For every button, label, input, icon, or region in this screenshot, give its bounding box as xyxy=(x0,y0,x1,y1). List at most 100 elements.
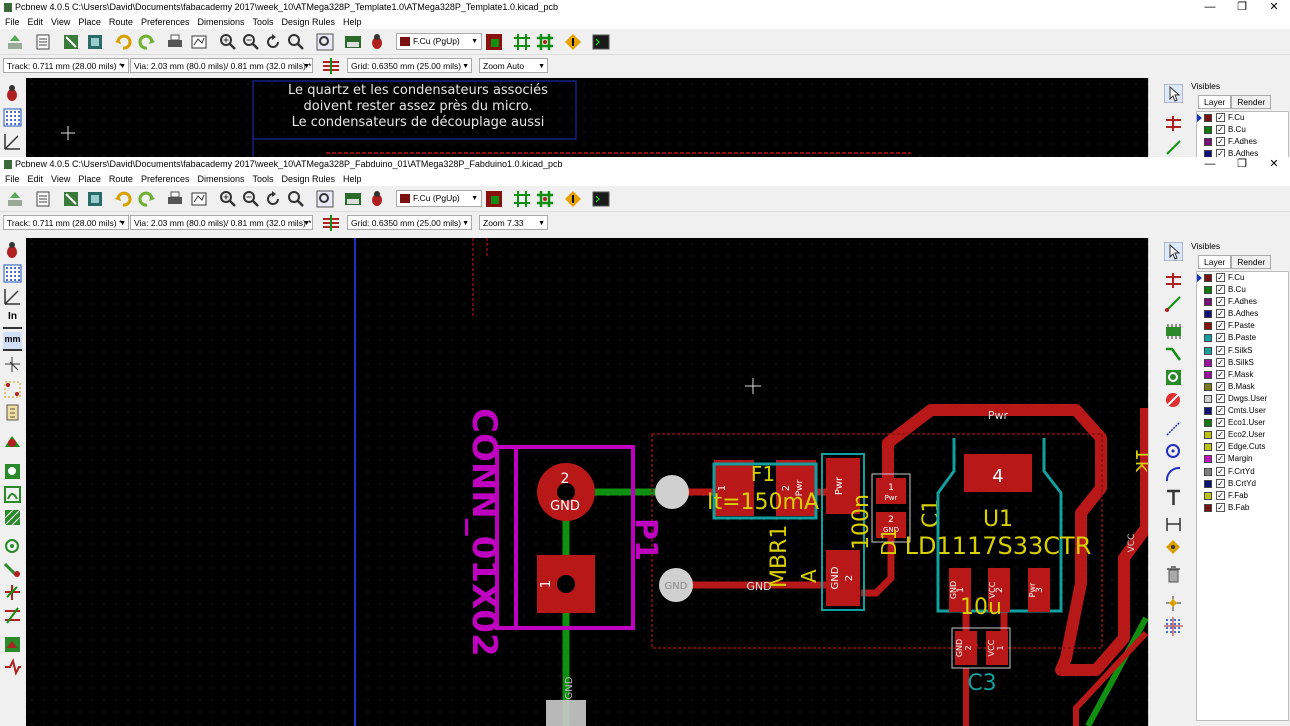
layer-pair-icon[interactable] xyxy=(485,33,503,51)
u1-pad-2[interactable] xyxy=(988,568,1010,612)
layer-color-swatch[interactable] xyxy=(1204,346,1212,355)
add-dimension-icon[interactable] xyxy=(1164,515,1183,534)
layer-row-b-cu[interactable]: ✓B.Cu xyxy=(1197,284,1288,296)
zone-fill-icon[interactable] xyxy=(3,462,22,481)
show-ratsnest-icon[interactable] xyxy=(3,380,22,399)
layer-visible-checkbox[interactable]: ✓ xyxy=(1216,490,1225,500)
via-pwr[interactable] xyxy=(655,475,689,509)
layer-color-swatch[interactable] xyxy=(1204,322,1212,331)
find-icon[interactable] xyxy=(316,190,334,208)
u1-pad-1[interactable] xyxy=(949,568,971,612)
u1-pad-tab[interactable] xyxy=(964,454,1032,492)
pad-sketch-icon[interactable] xyxy=(3,537,22,556)
layer-visible-checkbox[interactable]: ✓ xyxy=(1216,502,1225,512)
layer-row-cmts-user[interactable]: ✓Cmts.User xyxy=(1197,405,1288,417)
layer-row-f-mask[interactable]: ✓F.Mask xyxy=(1197,369,1288,381)
freeroute-icon[interactable] xyxy=(564,33,582,51)
tab-render[interactable]: Render xyxy=(1231,95,1272,109)
menu-preferences[interactable]: Preferences xyxy=(140,17,190,27)
layer-row-b-mask[interactable]: ✓B.Mask xyxy=(1197,381,1288,393)
autoplace-icon[interactable] xyxy=(513,33,531,51)
zone-outline-icon[interactable] xyxy=(3,485,22,504)
menu-route[interactable]: Route xyxy=(108,174,133,184)
netlist-icon[interactable] xyxy=(344,190,362,208)
layer-color-swatch[interactable] xyxy=(1204,370,1212,379)
menu-file[interactable]: File xyxy=(5,174,20,184)
layer-row-eco2-user[interactable]: ✓Eco2.User xyxy=(1197,429,1288,441)
layer-visible-checkbox[interactable]: ✓ xyxy=(1216,137,1225,147)
layer-row-eco1-user[interactable]: ✓Eco1.User xyxy=(1197,417,1288,429)
via-sketch-icon[interactable] xyxy=(3,560,22,579)
layer-row-b-crtyd[interactable]: ✓B.CrtYd xyxy=(1197,478,1288,490)
layer-color-swatch[interactable] xyxy=(1204,455,1212,464)
small-pad-gnd[interactable] xyxy=(876,512,906,538)
menu-tools[interactable]: Tools xyxy=(252,174,274,184)
layer-visible-checkbox[interactable]: ✓ xyxy=(1216,333,1225,343)
layer-color-swatch[interactable] xyxy=(1204,503,1212,512)
layer-row-b-paste[interactable]: ✓B.Paste xyxy=(1197,332,1288,344)
layer-row-edge-cuts[interactable]: ✓Edge.Cuts xyxy=(1197,441,1288,453)
layer-color-swatch[interactable] xyxy=(1204,407,1212,416)
layer-color-swatch[interactable] xyxy=(1204,298,1212,307)
menu-dimensions[interactable]: Dimensions xyxy=(197,17,245,27)
layer-visible-checkbox[interactable]: ✓ xyxy=(1216,466,1225,476)
layer-visible-checkbox[interactable]: ✓ xyxy=(1216,113,1225,122)
grid-origin-icon[interactable] xyxy=(1164,617,1183,636)
layer-row-f-fab[interactable]: ✓F.Fab xyxy=(1197,490,1288,502)
layer-visible-checkbox[interactable]: ✓ xyxy=(1216,478,1225,488)
layer-color-swatch[interactable] xyxy=(1204,358,1212,367)
c3-pad-2[interactable] xyxy=(955,631,977,665)
grid-select[interactable]: Grid: 0.6350 mm (25.00 mils)▼ xyxy=(347,58,472,73)
auto-delete-track-icon[interactable] xyxy=(3,432,22,451)
mm-units-button[interactable]: mm xyxy=(3,332,22,351)
f1-pad-2[interactable] xyxy=(776,460,816,516)
via-size-select[interactable]: Via: 2.03 mm (80.0 mils)/ 0.81 mm (32.0 … xyxy=(130,58,313,73)
drc-bug-icon[interactable] xyxy=(368,33,386,51)
layer-visible-checkbox[interactable]: ✓ xyxy=(1216,345,1225,355)
close-button[interactable]: ✕ xyxy=(1269,158,1279,170)
layer-row-f-adhes[interactable]: ✓F.Adhes xyxy=(1197,136,1288,148)
maximize-button[interactable]: ❐ xyxy=(1237,1,1247,13)
layer-visible-checkbox[interactable]: ✓ xyxy=(1216,381,1225,391)
zoom-select[interactable]: Zoom 7.33▼ xyxy=(479,215,548,230)
auto-track-width-icon[interactable] xyxy=(322,57,340,75)
layer-row-f-silks[interactable]: ✓F.SilkS xyxy=(1197,345,1288,357)
scripting-console-icon[interactable] xyxy=(592,190,610,208)
menu-help[interactable]: Help xyxy=(343,17,362,27)
layer-visible-checkbox[interactable]: ✓ xyxy=(1216,442,1225,452)
new-board-icon[interactable] xyxy=(6,33,24,51)
layer-color-swatch[interactable] xyxy=(1204,310,1212,319)
vertical-scrollbar[interactable] xyxy=(1148,238,1160,726)
f1-pad-1[interactable] xyxy=(714,460,754,516)
local-ratsnest-icon[interactable] xyxy=(1164,138,1183,157)
layer-visible-checkbox[interactable]: ✓ xyxy=(1216,321,1225,331)
track-width-select[interactable]: Track: 0.711 mm (28.00 mils) *▼ xyxy=(3,58,129,73)
layer-color-swatch[interactable] xyxy=(1204,334,1212,343)
keepout-zone-icon[interactable] xyxy=(1164,391,1183,410)
layer-color-swatch[interactable] xyxy=(1204,491,1212,500)
layer-row-f-cu[interactable]: ✓F.Cu xyxy=(1197,112,1288,124)
route-track-icon[interactable] xyxy=(1164,345,1183,364)
layer-row-b-silks[interactable]: ✓B.SilkS xyxy=(1197,357,1288,369)
select-arrow-icon[interactable] xyxy=(1164,84,1183,103)
new-board-icon[interactable] xyxy=(6,190,24,208)
layer-visible-checkbox[interactable]: ✓ xyxy=(1216,149,1225,157)
zoom-out-icon[interactable] xyxy=(242,190,260,208)
delete-item-icon[interactable] xyxy=(1164,565,1183,584)
layer-visible-checkbox[interactable]: ✓ xyxy=(1216,273,1225,282)
find-icon[interactable] xyxy=(316,33,334,51)
menu-edit[interactable]: Edit xyxy=(27,17,44,27)
via-gnd[interactable] xyxy=(659,568,693,602)
zoom-select[interactable]: Zoom Auto▼ xyxy=(479,58,548,73)
module-library-icon[interactable] xyxy=(86,33,104,51)
highlight-net-icon[interactable] xyxy=(1164,114,1183,133)
layer-row-b-adhes[interactable]: ✓B.Adhes xyxy=(1197,308,1288,320)
add-target-icon[interactable] xyxy=(1164,538,1183,557)
menu-tools[interactable]: Tools xyxy=(252,17,274,27)
layer-row-f-crtyd[interactable]: ✓F.CrtYd xyxy=(1197,466,1288,478)
layer-visible-checkbox[interactable]: ✓ xyxy=(1216,369,1225,379)
layer-pair-icon[interactable] xyxy=(485,190,503,208)
autoplace-icon[interactable] xyxy=(513,190,531,208)
netlist-icon[interactable] xyxy=(344,33,362,51)
add-module-icon[interactable] xyxy=(1164,322,1183,341)
